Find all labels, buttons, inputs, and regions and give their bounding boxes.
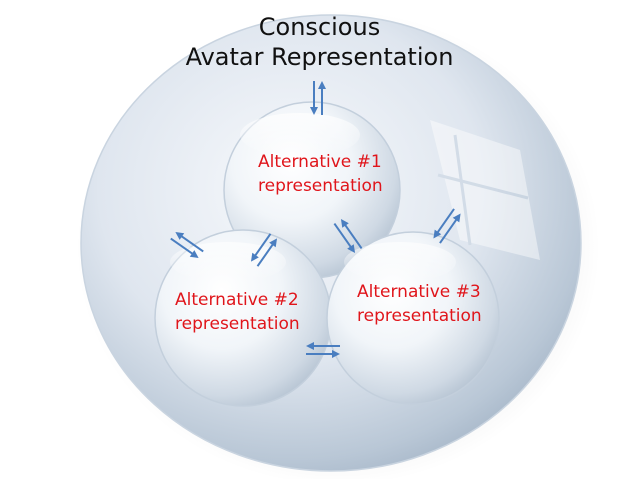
arrows-outer-alt3 (433, 208, 461, 244)
sphere-1-highlight (240, 113, 360, 157)
arrow-shaft (170, 237, 196, 256)
arrow-head (332, 350, 340, 358)
arrow-shaft (343, 222, 363, 250)
arrows-outer-alt2 (170, 231, 204, 259)
arrow-shaft (435, 208, 455, 235)
arrow-shaft (253, 233, 272, 259)
arrow-head (306, 342, 314, 350)
arrow-shaft (439, 217, 459, 244)
sphere-2-highlight (170, 242, 286, 282)
arrows-alt1-alt2 (250, 233, 278, 267)
arrow-shaft (178, 234, 204, 253)
outer-sphere-reflection (430, 120, 540, 260)
sphere-3-highlight (344, 242, 456, 282)
arrow-head (452, 213, 461, 223)
arrow-head (340, 218, 349, 228)
connection-arrows (170, 81, 461, 358)
node-label-alternative-3: Alternative #3 representation (357, 282, 482, 326)
arrow-head (347, 244, 356, 254)
node-label-alternative-2: Alternative #2 representation (175, 290, 300, 334)
arrow-head (250, 252, 259, 262)
arrows-alt1-alt3 (333, 218, 363, 254)
arrow-shaft (256, 241, 275, 267)
arrow-head (310, 107, 318, 115)
arrow-head (175, 231, 185, 240)
arrow-head (269, 238, 278, 248)
arrows-alt2-alt3 (306, 342, 340, 358)
arrow-shaft (333, 222, 353, 250)
arrows-outer-alt1 (310, 81, 326, 115)
arrow-head (433, 229, 442, 239)
diagram-title: Conscious Avatar Representation (185, 13, 454, 71)
arrow-head (189, 250, 199, 259)
arrow-head (318, 81, 326, 89)
node-label-alternative-1: Alternative #1 representation (258, 152, 383, 196)
